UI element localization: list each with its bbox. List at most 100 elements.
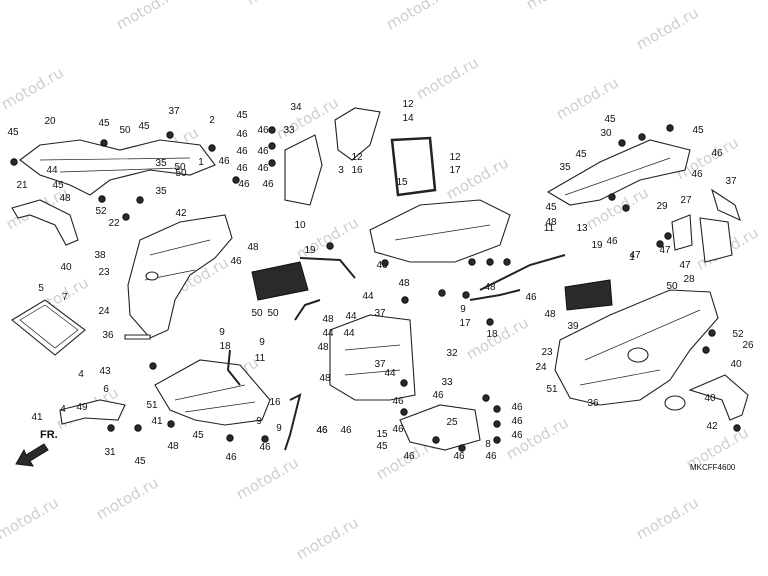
callout-number: 48: [398, 278, 410, 289]
callout-number: 50: [119, 125, 131, 136]
fastener-bolt: [134, 424, 142, 432]
callout-number: 33: [441, 377, 453, 388]
callout-number: 46: [230, 256, 242, 267]
fastener-bolt: [166, 131, 174, 139]
callout-number: 44: [322, 328, 334, 339]
callout-number: 45: [376, 441, 388, 452]
callout-number: 46: [262, 179, 274, 190]
callout-number: 19: [304, 245, 316, 256]
callout-number: 30: [600, 128, 612, 139]
callout-number: 11: [544, 223, 555, 234]
callout-number: 42: [706, 421, 718, 432]
fastener-bolt: [136, 196, 144, 204]
callout-number: 9: [460, 304, 466, 315]
fastener-bolt: [486, 258, 494, 266]
callout-number: 2: [209, 115, 215, 126]
fastener-bolt: [268, 126, 276, 134]
callout-number: 46: [236, 129, 248, 140]
callout-number: 46: [485, 451, 497, 462]
watermark-text: motod.ru: [93, 473, 162, 523]
watermark-text: motod.ru: [0, 63, 67, 113]
callout-number: 41: [151, 416, 163, 427]
callout-number: 32: [446, 348, 458, 359]
callout-number: 27: [680, 195, 692, 206]
hoses: [226, 254, 566, 451]
part-29-panel: [671, 214, 693, 251]
callout-number: 45: [604, 114, 616, 125]
callout-number: 9: [259, 337, 265, 348]
callout-number: 5: [38, 283, 44, 294]
callout-number: 50: [666, 281, 678, 292]
callout-number: 35: [155, 158, 167, 169]
fastener-bolt: [708, 329, 716, 337]
callout-number: 46: [511, 430, 523, 441]
callout-number: 41: [31, 412, 43, 423]
callout-number: 46: [340, 425, 352, 436]
callout-number: 1: [198, 157, 204, 168]
part-20-bracket: [19, 139, 216, 196]
callout-number: 44: [343, 328, 355, 339]
callout-number: 50: [251, 308, 263, 319]
callout-number: 22: [108, 218, 120, 229]
fastener-bolt: [438, 289, 446, 297]
part-34-inner-panel: [284, 134, 323, 206]
part-center-inner-cover: [369, 199, 511, 263]
part-5-plate: [11, 299, 86, 356]
fastener-bolt: [401, 296, 409, 304]
callout-number: 18: [486, 329, 498, 340]
fastener-bolt: [493, 405, 501, 413]
part-39-round-trim: [664, 395, 686, 411]
part-7-front-cowl: [127, 214, 233, 339]
callout-number: 36: [587, 398, 599, 409]
callout-number: 46: [511, 402, 523, 413]
callout-number: 31: [104, 447, 116, 458]
fastener-bolt: [122, 213, 130, 221]
fastener-bolt: [656, 240, 664, 248]
callout-number: 34: [290, 102, 302, 113]
watermark-text: motod.ru: [243, 0, 312, 8]
fastener-bolt: [702, 346, 710, 354]
callout-number: 20: [44, 116, 56, 127]
callout-number: 48: [319, 373, 331, 384]
fastener-bolt: [638, 133, 646, 141]
fastener-bolt: [482, 394, 490, 402]
callout-number: 7: [62, 292, 68, 303]
callout-number: 16: [351, 165, 363, 176]
fastener-bolt: [664, 232, 672, 240]
part-37-inner-fairing: [329, 314, 416, 401]
callout-number: 9: [256, 416, 262, 427]
callout-number: 26: [742, 340, 754, 351]
callout-number: 47: [679, 260, 691, 271]
fastener-bolt: [486, 318, 494, 326]
fastener-bolt: [268, 159, 276, 167]
callout-number: 47: [659, 245, 671, 256]
callout-number: 33: [283, 125, 295, 136]
part-28-mirror-cover: [711, 188, 741, 222]
fastener-bolt: [98, 195, 106, 203]
callout-number: 46: [606, 236, 618, 247]
fastener-bolt: [100, 139, 108, 147]
part-36-strip: [124, 334, 151, 340]
watermark-text: motod.ru: [113, 0, 182, 33]
fastener-bolt: [432, 436, 440, 444]
callout-number: 45: [575, 149, 587, 160]
fastener-bolt: [326, 242, 334, 250]
callout-number: 10: [294, 220, 306, 231]
part-12-rubber-ring: [390, 136, 437, 197]
part-13-radiator: [564, 279, 613, 311]
fastener-bolt: [608, 193, 616, 201]
callout-number: 3: [338, 165, 344, 176]
fastener-bolt: [400, 408, 408, 416]
callout-number: 28: [683, 274, 695, 285]
fastener-bolt: [462, 291, 470, 299]
watermark-text: motod.ru: [633, 3, 702, 53]
callout-number: 40: [730, 359, 742, 370]
callout-number: 47: [629, 250, 641, 261]
callout-number: 6: [103, 384, 109, 395]
callout-number: 48: [59, 193, 71, 204]
callout-number: 37: [725, 176, 737, 187]
callout-number: 16: [269, 397, 281, 408]
callout-number: 50: [175, 168, 187, 179]
fastener-bolt: [167, 420, 175, 428]
callout-number: 46: [316, 425, 328, 436]
